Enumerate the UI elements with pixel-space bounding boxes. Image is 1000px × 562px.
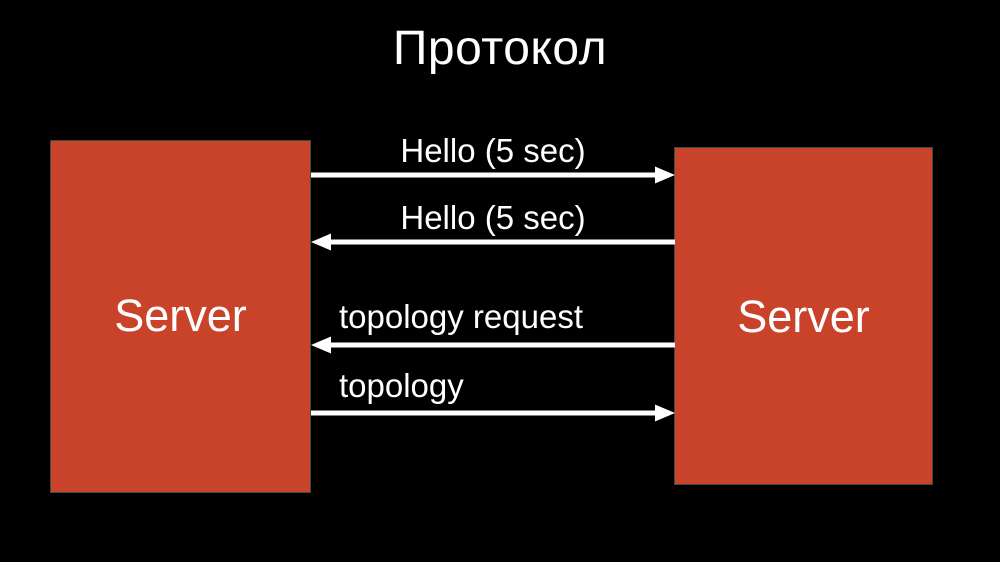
message-label-1: Hello (5 sec) [400, 132, 586, 169]
message-arrow-3-left [311, 336, 675, 354]
server-right-label: Server [737, 291, 870, 342]
message-arrow-1-right [311, 166, 675, 184]
page-title: Протокол [392, 22, 608, 75]
message-label-4: topology [339, 367, 464, 404]
message-label-2: Hello (5 sec) [400, 199, 586, 236]
server-node-right: Server [674, 147, 933, 485]
message-arrow-4-right [311, 404, 675, 422]
server-left-label: Server [114, 289, 247, 341]
server-node-left: Server [50, 140, 311, 493]
message-label-3: topology request [339, 298, 584, 335]
message-arrow-2-left [311, 233, 675, 251]
